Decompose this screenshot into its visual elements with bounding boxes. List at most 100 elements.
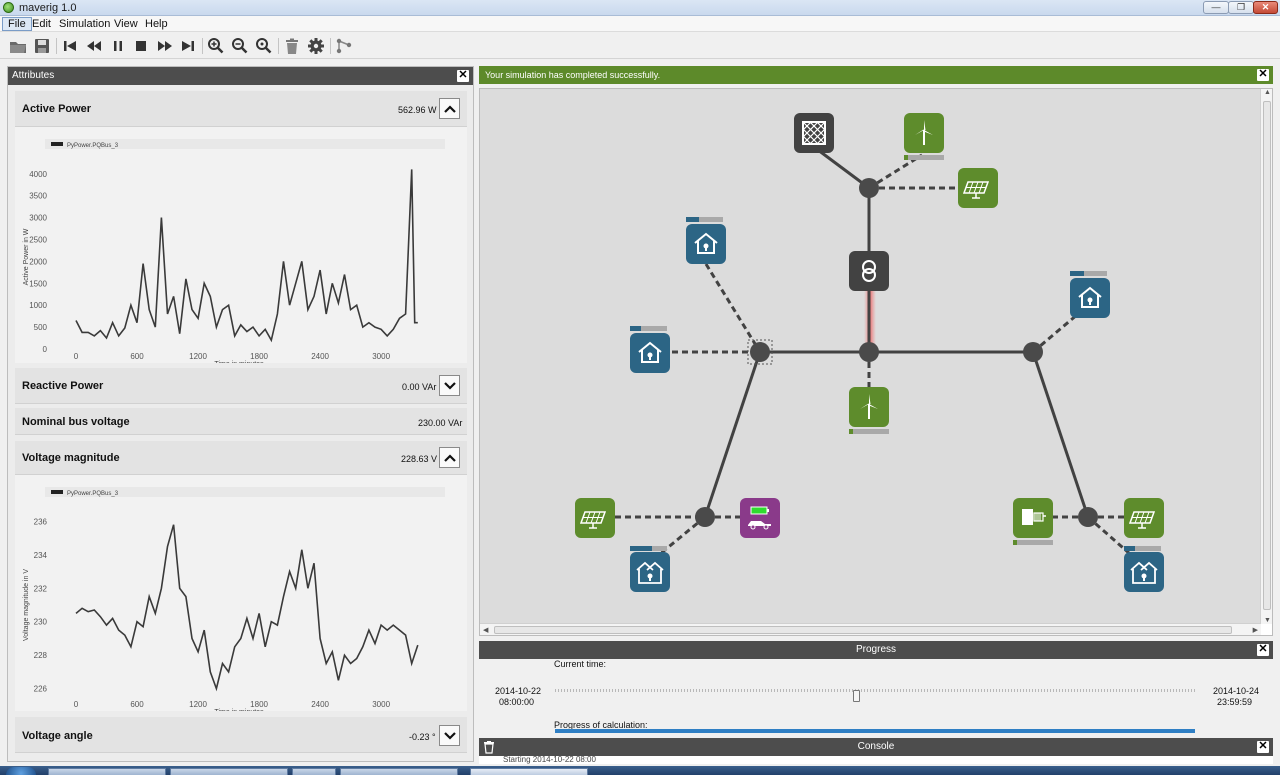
vertical-scrollbar[interactable]: ▲ ▼ — [1260, 89, 1272, 624]
voltage-magnitude-value: 228.63 V — [401, 454, 438, 464]
house-bottom-right-load-bar — [1124, 546, 1161, 551]
house-node-2[interactable] — [630, 333, 670, 373]
voltage-angle-label: Voltage angle — [22, 730, 93, 742]
menu-bar: File Edit Simulation View Help — [0, 16, 1280, 32]
line-to-wind-top[interactable] — [868, 153, 923, 190]
console-header: Console ✕ — [479, 738, 1273, 756]
zoom-in-icon[interactable] — [206, 36, 226, 56]
save-icon[interactable] — [32, 36, 52, 56]
close-window-button[interactable]: ✕ — [1253, 1, 1278, 14]
pv-node-right[interactable] — [1124, 498, 1164, 538]
vertical-scroll-thumb[interactable] — [1263, 101, 1271, 610]
trash-icon[interactable] — [282, 36, 302, 56]
menu-simulation[interactable]: Simulation — [59, 18, 111, 30]
skip-to-start-icon[interactable] — [60, 36, 80, 56]
horizontal-scroll-thumb[interactable] — [494, 626, 1232, 634]
selected-bus-marker — [747, 339, 773, 365]
fast-forward-icon[interactable] — [155, 36, 175, 56]
wind-turbine-node-bottom[interactable] — [849, 387, 889, 427]
stop-icon[interactable] — [131, 36, 151, 56]
menu-help[interactable]: Help — [145, 18, 168, 30]
expand-reactive-power-button[interactable] — [439, 375, 460, 396]
residential-node-bottom-left[interactable] — [630, 552, 670, 592]
scroll-left-arrow-icon[interactable]: ◀ — [483, 627, 489, 634]
close-status-button[interactable]: ✕ — [1257, 68, 1269, 81]
external-grid-node[interactable] — [794, 113, 834, 153]
taskbar-item-1[interactable] — [48, 768, 166, 775]
active-power-y-tick-0: 0 — [43, 345, 48, 354]
gear-icon[interactable] — [306, 36, 326, 56]
maximize-button[interactable]: ❐ — [1228, 1, 1254, 14]
expand-voltage-angle-button[interactable] — [439, 725, 460, 746]
residential-node-bottom-right[interactable] — [1124, 552, 1164, 592]
rewind-icon[interactable] — [84, 36, 104, 56]
skip-to-end-icon[interactable] — [178, 36, 198, 56]
active-power-row: Active Power 562.96 W — [15, 91, 467, 127]
house-2-load-bar — [630, 326, 667, 331]
time-slider-track[interactable] — [555, 689, 1195, 692]
menu-file[interactable]: File — [2, 17, 32, 31]
bus-node-center[interactable] — [859, 342, 879, 362]
house-node-right[interactable] — [1070, 278, 1110, 318]
menu-edit[interactable]: Edit — [32, 18, 51, 30]
pause-icon[interactable] — [108, 36, 128, 56]
scroll-up-arrow-icon[interactable]: ▲ — [1264, 89, 1271, 96]
close-console-button[interactable]: ✕ — [1257, 740, 1269, 753]
scroll-right-arrow-icon[interactable]: ▶ — [1252, 627, 1258, 634]
os-taskbar — [0, 766, 1280, 775]
chp-unit-icon — [1022, 509, 1046, 525]
taskbar-item-3[interactable] — [292, 768, 336, 775]
zoom-reset-icon[interactable] — [254, 36, 274, 56]
electric-vehicle-node[interactable] — [740, 498, 780, 538]
connector-icon[interactable] — [334, 36, 354, 56]
taskbar-item-2[interactable] — [170, 768, 288, 775]
menu-view[interactable]: View — [114, 18, 138, 30]
close-progress-button[interactable]: ✕ — [1257, 643, 1269, 656]
close-attributes-button[interactable]: ✕ — [457, 69, 469, 82]
window-title: maverig 1.0 — [19, 2, 77, 14]
horizontal-scrollbar[interactable]: ◀ ▶ — [480, 623, 1261, 635]
bus-node-right[interactable] — [1023, 342, 1043, 362]
scenario-view[interactable] — [480, 89, 1261, 624]
chp-node[interactable] — [1013, 498, 1053, 538]
wind-turbine-node-top[interactable] — [904, 113, 944, 153]
taskbar-item-maverig[interactable] — [470, 768, 588, 775]
voltage-magnitude-y-tick-5: 236 — [34, 517, 48, 526]
line-grid-to-bus[interactable] — [813, 145, 870, 190]
bus-node-bottom-left[interactable] — [695, 507, 715, 527]
time-slider-handle[interactable] — [852, 690, 860, 702]
line-to-house-1[interactable] — [704, 263, 762, 353]
line-left-feeder[interactable] — [703, 351, 762, 518]
voltage-magnitude-y-axis-label: Voltage magnitude in V — [23, 569, 30, 641]
active-power-x-tick-0: 0 — [74, 352, 79, 361]
bus-node-top[interactable] — [859, 178, 879, 198]
pv-node-top[interactable] — [958, 168, 998, 208]
taskbar-item-4[interactable] — [340, 768, 458, 775]
toolbar — [0, 33, 1280, 59]
scroll-down-arrow-icon[interactable]: ▼ — [1264, 617, 1271, 624]
wind-top-output-bar — [904, 155, 944, 160]
transformer-node[interactable] — [849, 251, 889, 291]
house-node-1[interactable] — [686, 224, 726, 264]
scenario-canvas[interactable]: ▲ ▼ ◀ ▶ — [479, 88, 1273, 636]
folder-open-icon[interactable] — [8, 36, 28, 56]
grid-connections — [615, 145, 1131, 556]
end-time: 23:59:59 — [1217, 697, 1253, 707]
clear-console-trash-icon[interactable] — [482, 740, 496, 754]
nominal-voltage-label: Nominal bus voltage — [22, 416, 130, 428]
progress-title: Progress — [855, 644, 896, 655]
zoom-out-icon[interactable] — [230, 36, 250, 56]
minimize-button[interactable]: — — [1203, 1, 1229, 14]
calculation-progress-fill — [555, 729, 1195, 733]
bus-node-left[interactable] — [750, 342, 770, 362]
pv-node-left[interactable] — [575, 498, 615, 538]
active-power-plot: PyPower.PQBus_30500100015002000250030003… — [23, 139, 445, 363]
line-right-feeder[interactable] — [1031, 351, 1090, 518]
bus-node-bottom-right[interactable] — [1078, 507, 1098, 527]
collapse-active-power-button[interactable] — [439, 98, 460, 119]
voltage-magnitude-legend-box — [45, 487, 445, 497]
start-button[interactable] — [6, 767, 36, 775]
toolbar-separator — [278, 38, 279, 54]
collapse-voltage-magnitude-button[interactable] — [439, 447, 460, 468]
